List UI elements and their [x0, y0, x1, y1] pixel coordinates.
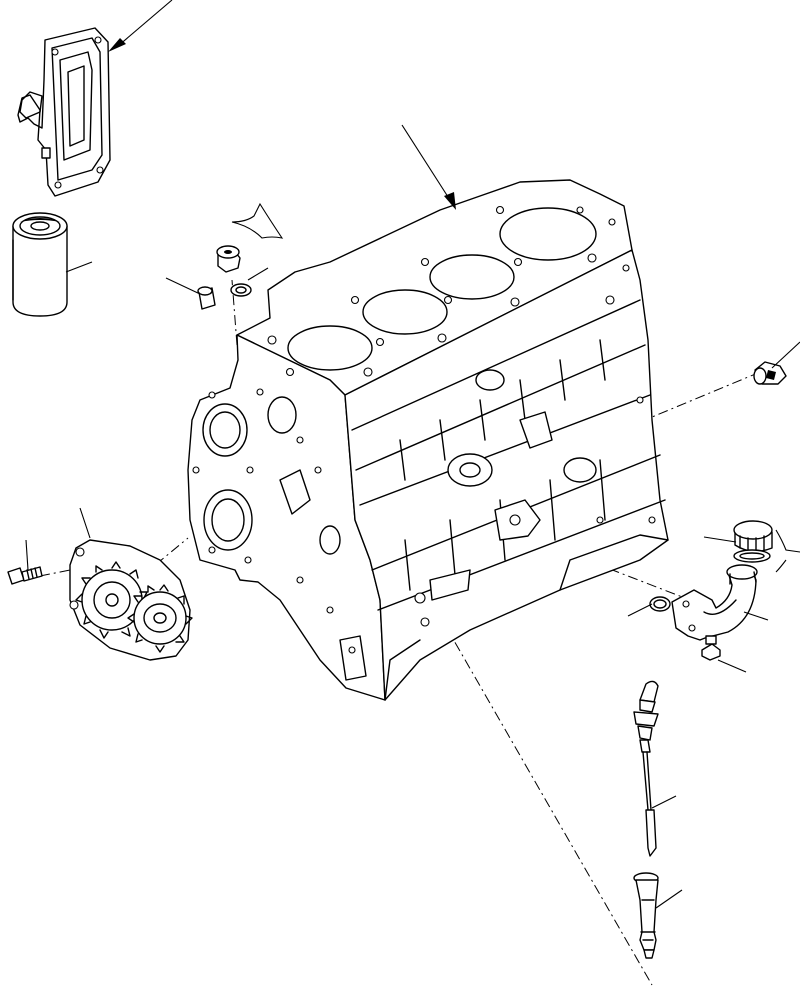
- bolt-right: [701, 635, 721, 661]
- o-ring-tube: [649, 596, 671, 612]
- pump-gear-small: [127, 584, 193, 653]
- cylinder-block: [187, 179, 669, 701]
- pump-gear-large: [75, 561, 148, 639]
- filler-cap: [733, 520, 773, 553]
- dipstick-tube: [633, 872, 659, 959]
- dipstick: [633, 680, 659, 857]
- sensor: [753, 361, 787, 385]
- oil-filter: [12, 212, 68, 317]
- plug: [216, 245, 241, 273]
- oil-pump: [69, 539, 193, 661]
- bolt-left: [7, 566, 43, 585]
- oil-filter-head: [17, 27, 111, 197]
- o-ring-cap: [733, 549, 771, 563]
- seal-washer: [230, 283, 252, 297]
- dowel: [197, 286, 216, 310]
- leader-lines: [25, 0, 800, 909]
- filler-tube: [671, 564, 758, 641]
